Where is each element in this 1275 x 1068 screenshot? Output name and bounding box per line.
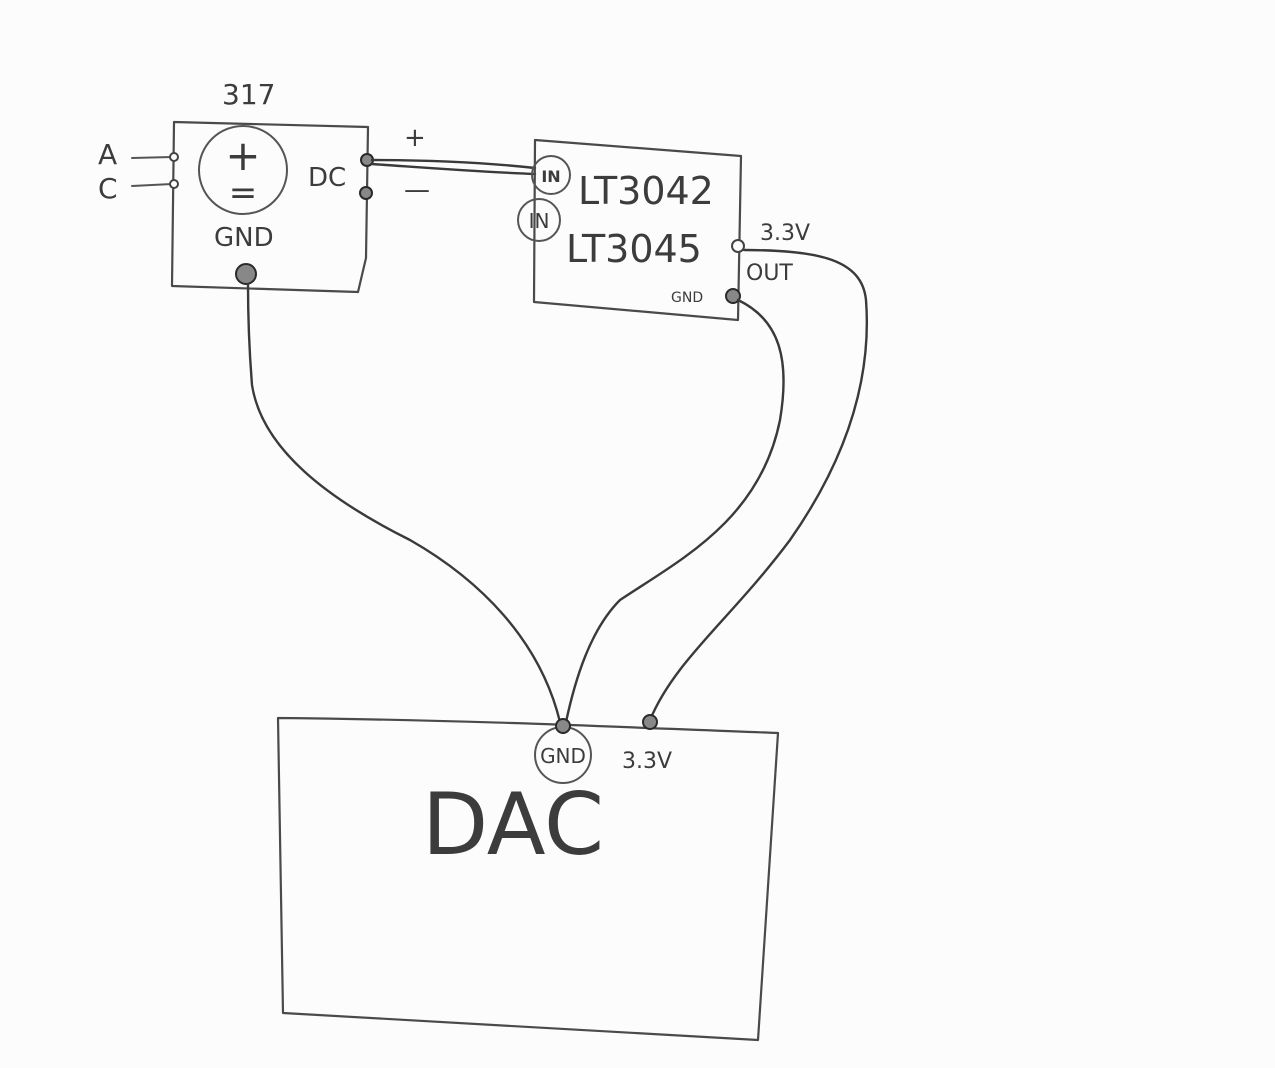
dc-output-label: DC [308, 163, 346, 193]
dac-title: DAC [422, 775, 604, 875]
regulator-317-outline [170, 120, 370, 294]
input-a-lead [131, 156, 173, 159]
dac-block: DAC GND 3.3V [276, 714, 780, 1042]
ldo-out-label: OUT [746, 261, 793, 286]
ldo-out-to-dac-wire [648, 248, 868, 722]
input-c-label: C [98, 172, 118, 205]
dc-link-wire-bottom [370, 162, 537, 176]
ldo-gnd-label: GND [671, 290, 703, 306]
ldo-gnd-terminal [725, 288, 741, 304]
input-a-label: A [98, 138, 117, 171]
ldo-board-outline [532, 138, 743, 322]
ldo-in-bottom-label: IN [529, 209, 550, 233]
dac-outline [276, 716, 780, 1042]
dc-link-minus: — [404, 175, 430, 205]
input-c-lead [131, 183, 173, 187]
ldo-out-terminal [731, 239, 745, 253]
dc-link-wire-top [370, 158, 537, 170]
chip-lt3042-label: LT3042 [578, 169, 714, 213]
dac-3v3-terminal [642, 714, 658, 730]
input-a-terminal [169, 152, 179, 162]
chip-lt3045-label: LT3045 [566, 227, 702, 271]
regulator-317-title: 317 [222, 78, 275, 111]
capacitor-minus-sign: = [229, 173, 258, 213]
ldo-gnd-to-dac-wire [564, 298, 785, 724]
ldo-in-bottom-circle [517, 198, 561, 242]
capacitor-plus-sign: + [225, 131, 260, 180]
dac-3v3-label: 3.3V [622, 749, 672, 774]
dac-gnd-terminal [555, 718, 571, 734]
regulator-gnd-label: GND [214, 223, 274, 253]
ldo-in-top-circle [531, 155, 571, 195]
regulator-gnd-terminal [235, 263, 257, 285]
ldo-voltage-label: 3.3V [760, 221, 810, 246]
input-c-terminal [169, 179, 179, 189]
capacitor-circle [198, 125, 288, 215]
regulator-gnd-to-dac-wire [246, 282, 562, 724]
dac-gnd-label: GND [540, 744, 586, 768]
dc-minus-terminal [359, 186, 373, 200]
regulator-317-block: 317 A C + = DC GND [98, 78, 374, 294]
dc-link-plus: + [404, 123, 426, 153]
ldo-board-block: IN IN LT3042 LT3045 3.3V OUT GND [517, 138, 810, 322]
ldo-in-top-label: IN [541, 167, 560, 186]
dac-wiring [246, 248, 868, 724]
dc-link: + — [370, 123, 537, 205]
